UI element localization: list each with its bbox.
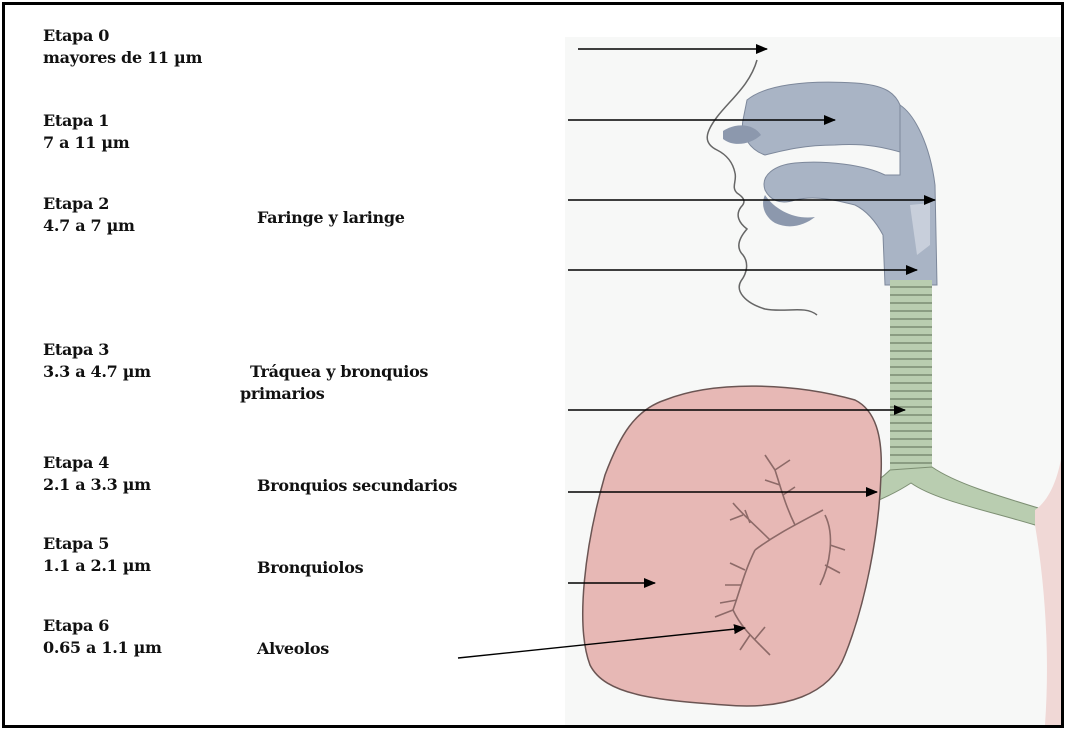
stage-size-range: 7 a 11 µm	[43, 132, 129, 154]
stage-2-label: Etapa 2 4.7 a 7 µm	[43, 193, 135, 237]
stage-name: Etapa 1	[43, 110, 129, 132]
lung	[583, 386, 882, 706]
stage-size-range: 3.3 a 4.7 µm	[43, 361, 151, 383]
stage-size-range: 2.1 a 3.3 µm	[43, 474, 151, 496]
stage-0-label: Etapa 0 mayores de 11 µm	[43, 25, 202, 69]
stage-5-label: Etapa 5 1.1 a 2.1 µm	[43, 533, 151, 577]
region-trachea-line2: primarios	[240, 383, 324, 405]
stage-name: Etapa 4	[43, 452, 151, 474]
stage-name: Etapa 6	[43, 615, 162, 637]
stage-size-range: mayores de 11 µm	[43, 47, 202, 69]
region-alveoli: Alveolos	[257, 638, 329, 660]
respiratory-tract-illustration	[5, 5, 1064, 728]
stage-4-label: Etapa 4 2.1 a 3.3 µm	[43, 452, 151, 496]
trachea	[890, 280, 932, 480]
stage-1-label: Etapa 1 7 a 11 µm	[43, 110, 129, 154]
region-trachea-line1: Tráquea y bronquios	[250, 361, 428, 383]
region-secondary-bronchi: Bronquios secundarios	[257, 475, 457, 497]
stage-size-range: 4.7 a 7 µm	[43, 215, 135, 237]
stage-3-label: Etapa 3 3.3 a 4.7 µm	[43, 339, 151, 383]
stage-name: Etapa 2	[43, 193, 135, 215]
stage-size-range: 1.1 a 2.1 µm	[43, 555, 151, 577]
stage-name: Etapa 3	[43, 339, 151, 361]
stage-6-label: Etapa 6 0.65 a 1.1 µm	[43, 615, 162, 659]
stage-name: Etapa 0	[43, 25, 202, 47]
region-bronchioles: Bronquiolos	[257, 557, 363, 579]
stage-size-range: 0.65 a 1.1 µm	[43, 637, 162, 659]
region-pharynx-larynx: Faringe y laringe	[257, 207, 405, 229]
stage-name: Etapa 5	[43, 533, 151, 555]
